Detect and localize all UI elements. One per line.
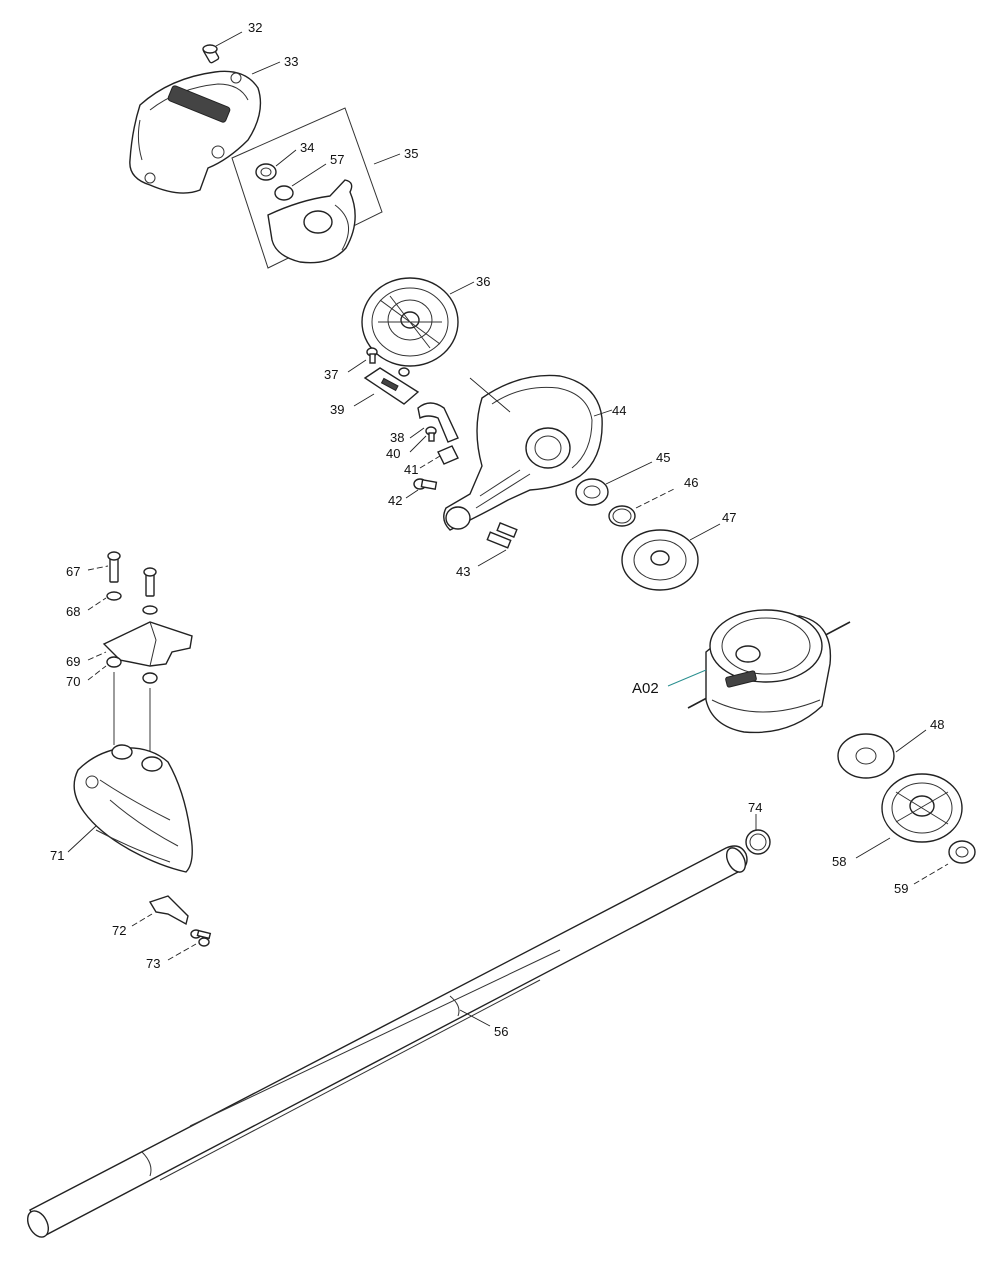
part-39-plate [363, 367, 420, 405]
leader-lines [67, 31, 949, 1027]
label-72: 72 [112, 923, 126, 938]
part-47-washer [621, 529, 699, 591]
assembly-guide-lines [113, 672, 151, 755]
part-57-o-ring [274, 185, 294, 201]
part-A02-trimmer-head [687, 609, 851, 734]
label-42: 42 [388, 493, 402, 508]
label-71: 71 [50, 848, 64, 863]
part-number-labels: 32 33 34 57 35 36 37 39 44 38 40 41 42 4… [50, 20, 944, 1039]
part-56-shaft-tube [26, 845, 748, 1238]
label-74: 74 [748, 800, 762, 815]
label-67: 67 [66, 564, 80, 579]
label-36: 36 [476, 274, 490, 289]
label-45: 45 [656, 450, 670, 465]
part-44-gear-housing [443, 374, 603, 531]
part-38-bracket [417, 402, 459, 443]
part-35-kit-box [231, 107, 383, 269]
label-48: 48 [930, 717, 944, 732]
label-73: 73 [146, 956, 160, 971]
part-72-plate [148, 895, 189, 926]
label-39: 39 [330, 402, 344, 417]
part-35-drive-plate [267, 179, 356, 264]
part-59-nut [948, 840, 976, 864]
label-35: 35 [404, 146, 418, 161]
label-56: 56 [494, 1024, 508, 1039]
part-73-screws [190, 929, 212, 947]
part-32-screw [202, 44, 220, 64]
label-40: 40 [386, 446, 400, 461]
label-38: 38 [390, 430, 404, 445]
part-70-nuts [106, 656, 158, 684]
part-43-screws [486, 522, 518, 549]
label-43: 43 [456, 564, 470, 579]
part-42-screw [413, 478, 438, 490]
part-68-washers [106, 591, 158, 615]
part-71-guard [73, 744, 193, 873]
part-69-bracket [102, 621, 193, 667]
part-37-screw [366, 347, 378, 364]
label-68: 68 [66, 604, 80, 619]
part-34-bearing [255, 163, 277, 181]
part-36-clutch-drum [361, 277, 459, 367]
label-34: 34 [300, 140, 314, 155]
part-46-snap-ring [608, 505, 636, 527]
part-48-washer [837, 733, 895, 779]
part-45-bearing [575, 478, 609, 506]
part-41-clip [437, 445, 459, 465]
label-47: 47 [722, 510, 736, 525]
part-40-screw [425, 426, 437, 442]
part-67-bolts [107, 551, 157, 597]
label-46: 46 [684, 475, 698, 490]
label-32: 32 [248, 20, 262, 35]
label-58: 58 [832, 854, 846, 869]
part-33-top-cover [129, 70, 262, 194]
part-74-ring [745, 829, 771, 855]
label-69: 69 [66, 654, 80, 669]
label-41: 41 [404, 462, 418, 477]
label-70: 70 [66, 674, 80, 689]
label-59: 59 [894, 881, 908, 896]
label-33: 33 [284, 54, 298, 69]
label-44: 44 [612, 403, 626, 418]
part-58-cup [881, 773, 963, 843]
label-37: 37 [324, 367, 338, 382]
label-A02: A02 [632, 680, 659, 697]
label-57: 57 [330, 152, 344, 167]
